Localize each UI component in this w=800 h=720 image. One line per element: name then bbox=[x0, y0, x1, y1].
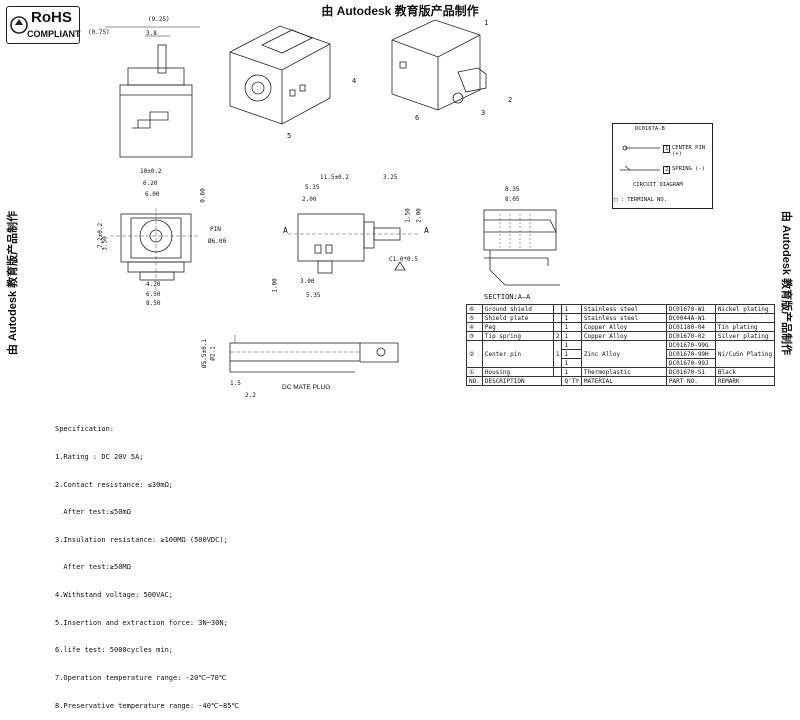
dim-pin-diameter: Ø6.00 bbox=[208, 238, 227, 245]
circuit-schematic bbox=[620, 145, 660, 171]
dim-side-base2: 5.35 bbox=[306, 292, 321, 299]
iso-view-front bbox=[229, 25, 331, 125]
circuit-title: DC0167A-B bbox=[635, 126, 665, 132]
terminal-note: □ : TERMINAL NO. bbox=[614, 197, 667, 203]
specification-block: Specification: 1.Rating : DC 20V 5A; 2.C… bbox=[55, 407, 239, 720]
dim-side-a: 5.35 bbox=[305, 184, 320, 191]
dim-plug-step: 1.5 bbox=[230, 380, 241, 387]
dim-section-inner: 8.05 bbox=[505, 196, 520, 203]
plug-label: DC MATE PLUG bbox=[282, 384, 331, 391]
circuit-pin2-label: SPRING (-) bbox=[672, 166, 706, 172]
spec-line: 4.Withstand voltage: 500VAC; bbox=[55, 591, 174, 600]
spec-line: 8.Preservative temperature range: -40℃~8… bbox=[55, 701, 240, 710]
spec-line: 1.Rating : DC 20V 5A; bbox=[55, 453, 144, 462]
front-view-drawing bbox=[110, 208, 200, 290]
watermark-banner-top: 由 Autodesk 教育版产品制作 bbox=[321, 4, 479, 18]
dim-front-width: 10±0.2 bbox=[140, 168, 162, 175]
recycle-icon bbox=[10, 16, 28, 34]
callout-4: 4 bbox=[352, 77, 357, 85]
section-marker-left: A bbox=[283, 226, 288, 235]
dim-plug-end: 2.2 bbox=[245, 392, 256, 399]
dim-front-base3: 8.50 bbox=[146, 300, 161, 307]
drawing-canvas bbox=[105, 19, 660, 373]
spec-line: After test:≤50mΩ bbox=[55, 508, 131, 517]
spec-line: 2.Contact resistance: ≤30mΩ; bbox=[55, 480, 174, 489]
spec-line: 7.Operation temperature range: -20℃~70℃ bbox=[55, 673, 227, 682]
table-row: ⑥ Ground shield 1 Stainless steel DC0167… bbox=[466, 304, 776, 314]
table-row: ⑤ Shield plate 1 Stainless steel DC0044A… bbox=[466, 313, 776, 323]
dim-overall-length: (9.25) bbox=[148, 16, 170, 23]
dim-plug-inner: Ø2.1 bbox=[209, 346, 217, 361]
section-marker-right: A bbox=[424, 226, 429, 235]
spec-title: Specification: bbox=[55, 425, 115, 434]
circuit-diagram-box: DC0167A-B 1 CENTER PIN (+) 2 SPRING (-) … bbox=[612, 123, 713, 209]
callout-6: 6 bbox=[415, 114, 420, 122]
table-header-row: NO. DESCRIPTION Q'TY MATERIAL PART NO. R… bbox=[466, 376, 776, 386]
dim-plug-outer: Ø5.5±0.1 bbox=[200, 339, 208, 368]
dim-front-base2: 6.50 bbox=[146, 291, 161, 298]
table-row: ③ Tip spring 2 1 Copper Alloy DC01670-02… bbox=[466, 331, 776, 341]
rohs-subtitle: COMPLIANT bbox=[27, 29, 81, 39]
circuit-pin2-box: 2 bbox=[663, 166, 671, 174]
dim-side-tail: 3.25 bbox=[383, 174, 398, 181]
iso-view-rear bbox=[391, 19, 487, 111]
dim-front-opening: 6.00 bbox=[145, 191, 160, 198]
callout-3: 3 bbox=[481, 109, 486, 117]
circuit-diagram-label: CIRCUIT DIAGRAM bbox=[633, 182, 683, 188]
section-view-drawing bbox=[483, 209, 560, 286]
dim-front-inner-width: 6.20 bbox=[143, 180, 158, 187]
dim-side-base1: 3.00 bbox=[300, 278, 315, 285]
dim-side-v2: 2.00 bbox=[415, 208, 423, 223]
table-row: ① Housing 1 Thermoplastic DC01670-S1 Bla… bbox=[466, 367, 776, 377]
spec-line: 6.life test: 5000cycles min; bbox=[55, 646, 174, 655]
bom-table: ⑥ Ground shield 1 Stainless steel DC0167… bbox=[466, 304, 776, 386]
table-row: ④ Peg 1 Copper Alloy DC01180-04 Tin plat… bbox=[466, 322, 776, 332]
mate-plug-drawing bbox=[229, 335, 399, 373]
dim-side-v1: 1.50 bbox=[404, 208, 412, 223]
side-view-drawing bbox=[288, 213, 420, 274]
dim-front-center: 3.50 bbox=[101, 236, 109, 251]
dim-side-length: 11.5±0.2 bbox=[320, 174, 349, 181]
callout-2: 2 bbox=[508, 96, 513, 104]
spec-line: 5.Insertion and extraction force: 3N~30N… bbox=[55, 618, 228, 627]
top-view-drawing bbox=[105, 26, 200, 158]
dim-side-v3: 1.00 bbox=[271, 278, 279, 293]
dim-pin-width: 3.8 bbox=[146, 30, 157, 37]
label-pin: PIN bbox=[210, 226, 221, 233]
callout-1: 1 bbox=[484, 19, 489, 27]
dim-front-base1: 4.20 bbox=[146, 281, 161, 288]
table-row: ② Center pin 1 1 Zinc Alloy DC01670-99G … bbox=[466, 340, 776, 368]
spec-line: 3.Insulation resistance: ≥100MΩ (500VDC)… bbox=[55, 535, 228, 544]
dim-chamfer: C1.0*0.5 bbox=[389, 256, 418, 263]
section-label: SECTION:A—A bbox=[484, 293, 531, 301]
dim-section-length: 8.35 bbox=[505, 186, 520, 193]
circuit-pin1-label: CENTER PIN (+) bbox=[672, 145, 706, 157]
callout-5: 5 bbox=[287, 132, 292, 140]
rohs-title: RoHS bbox=[31, 9, 72, 26]
circuit-pin1-box: 1 bbox=[663, 145, 671, 153]
dim-side-b: 2.00 bbox=[302, 196, 317, 203]
dim-offset: (0.75) bbox=[88, 29, 110, 36]
dim-front-top: 0.60 bbox=[199, 188, 207, 203]
rohs-logo: RoHS COMPLIANT bbox=[6, 6, 81, 44]
